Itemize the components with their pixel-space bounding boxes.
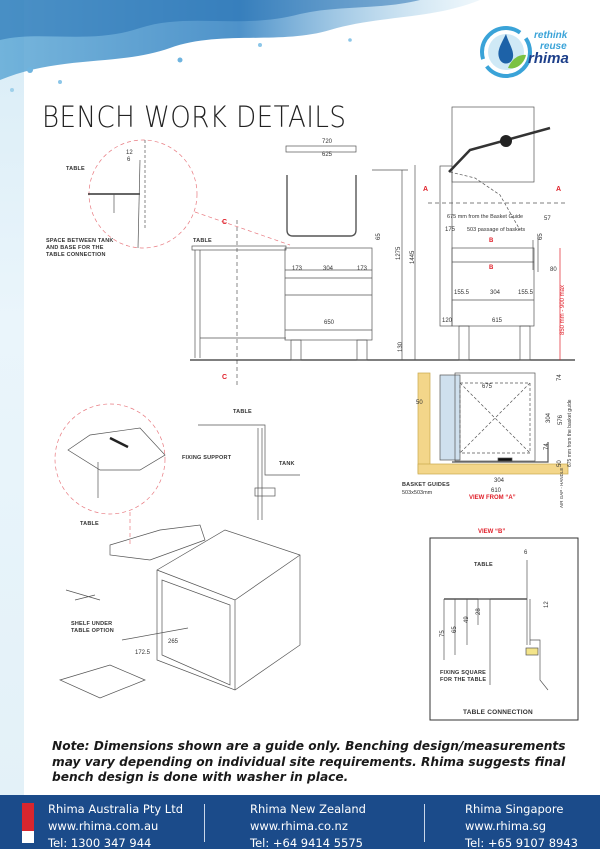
office-website[interactable]: www.rhima.com.au [48,819,159,833]
passage-dim: 503 passage of baskets [467,227,526,233]
section-c-bottom: C [222,374,228,381]
office-name: Rhima New Zealand [250,802,366,816]
detail-table-label: TABLE [66,166,85,172]
space-note-line-3: TABLE CONNECTION [46,252,106,258]
view-b-75: 75 [440,630,446,637]
tank-label: TANK [279,461,295,467]
water-splash-header [0,0,480,92]
dim-720: 720 [322,139,333,145]
view-a-74-bottom: 74 [544,443,550,450]
section-b-top: B [489,238,494,244]
dim-173-right: 173 [357,266,368,272]
view-a-304: 304 [494,478,505,484]
view-a-74-top: 74 [557,374,563,381]
view-a-caption: VIEW FROM “A” [469,495,516,501]
dim-120: 120 [442,318,453,324]
view-b-28: 28 [476,608,482,615]
space-note-line-2: AND BASE FOR THE [46,245,104,251]
dim-172-5: 172.5 [135,650,151,656]
disclaimer-note: Note: Dimensions shown are a guide only.… [52,739,566,784]
dim-65: 65 [376,233,382,240]
section-a-left: A [423,186,429,193]
logo-tagline-rethink: rethink [534,30,568,41]
side-dim-65: 65 [538,233,544,240]
view-b-49: 49 [464,616,470,623]
view-b-65: 65 [452,626,458,633]
section-b-bottom: B [489,265,494,271]
technical-drawings [54,106,579,721]
section-a-right: A [556,186,562,193]
side-dim-304: 304 [490,290,501,296]
fixing-support-label: FIXING SUPPORT [182,455,232,461]
office-australia: Rhima Australia Pty Ltd www.rhima.com.au… [48,801,183,852]
section-c-top: C [222,219,228,226]
dim-12: 12 [126,150,133,156]
basket-guides-label: BASKET GUIDES [402,482,450,488]
basket-guide-dim: 675 mm from the Basket Guide [447,214,524,220]
dim-265: 265 [168,639,179,645]
view-a-675: 675 [482,384,493,390]
quality-badge [22,831,34,843]
divider [204,804,205,842]
office-phone: Tel: +65 9107 8943 [465,836,578,850]
dim-6: 6 [127,157,131,163]
shelf-label-2: TABLE OPTION [71,628,114,634]
footer: Rhima Australia Pty Ltd www.rhima.com.au… [0,795,600,852]
dim-80: 80 [550,267,557,273]
air-gap-label: AIR GAP - HANDLE [559,467,564,508]
office-name: Rhima Australia Pty Ltd [48,802,184,816]
dim-175: 175 [445,227,456,233]
dim-130: 130 [398,341,404,352]
dim-1445: 1445 [410,250,416,264]
shelf-label-1: SHELF UNDER [71,621,113,627]
dim-173-left: 173 [292,266,303,272]
page-title: BENCH WORK DETAILS [42,100,347,134]
dim-1275: 1275 [396,246,402,260]
assembly-table-label: TABLE [233,409,252,415]
view-a-50: 50 [416,400,423,406]
logo-wordmark: rhima [528,50,569,67]
divider [424,804,425,842]
view-b-table: TABLE [474,562,493,568]
table-connection-title: TABLE CONNECTION [463,709,533,716]
view-a-guide-note: 675 mm from the basket guide [567,399,573,467]
office-website[interactable]: www.rhima.sg [465,819,547,833]
fixing-square-2: FOR THE TABLE [440,677,487,683]
dim-57: 57 [544,216,551,222]
view-b-6: 6 [524,550,528,556]
view-a-50-bottom: 50 [557,460,563,467]
table-label: TABLE [193,238,212,244]
dim-155-right: 155.5 [518,290,534,296]
height-range: 850 mm - 900 max [560,284,566,335]
view-a-576: 576 [558,414,564,425]
office-phone: Tel: +64 9414 5575 [250,836,363,850]
dim-155-left: 155.5 [454,290,470,296]
rhima-logo: rethink reuse rhima [478,24,588,84]
left-accent-band [0,0,24,800]
logo-tagline-reuse: reuse [540,41,567,52]
view-a-304v: 304 [546,412,552,423]
dim-625: 625 [322,152,333,158]
office-website[interactable]: www.rhima.co.nz [250,819,348,833]
fixing-square-1: FIXING SQUARE [440,670,486,676]
dim-650: 650 [324,320,335,326]
view-b-caption: VIEW “B” [478,529,506,535]
space-note-line-1: SPACE BETWEEN TANK [46,238,114,244]
assembly-table-label-2: TABLE [80,521,99,527]
dim-304: 304 [323,266,334,272]
view-b-12: 12 [544,601,550,608]
view-a-610: 610 [491,488,502,494]
office-singapore: Rhima Singapore www.rhima.sg Tel: +65 91… [465,801,578,852]
office-phone: Tel: 1300 347 944 [48,836,152,850]
office-new-zealand: Rhima New Zealand www.rhima.co.nz Tel: +… [250,801,366,852]
basket-guides-size: 503x503mm [402,490,433,496]
dim-615: 615 [492,318,503,324]
office-name: Rhima Singapore [465,802,564,816]
